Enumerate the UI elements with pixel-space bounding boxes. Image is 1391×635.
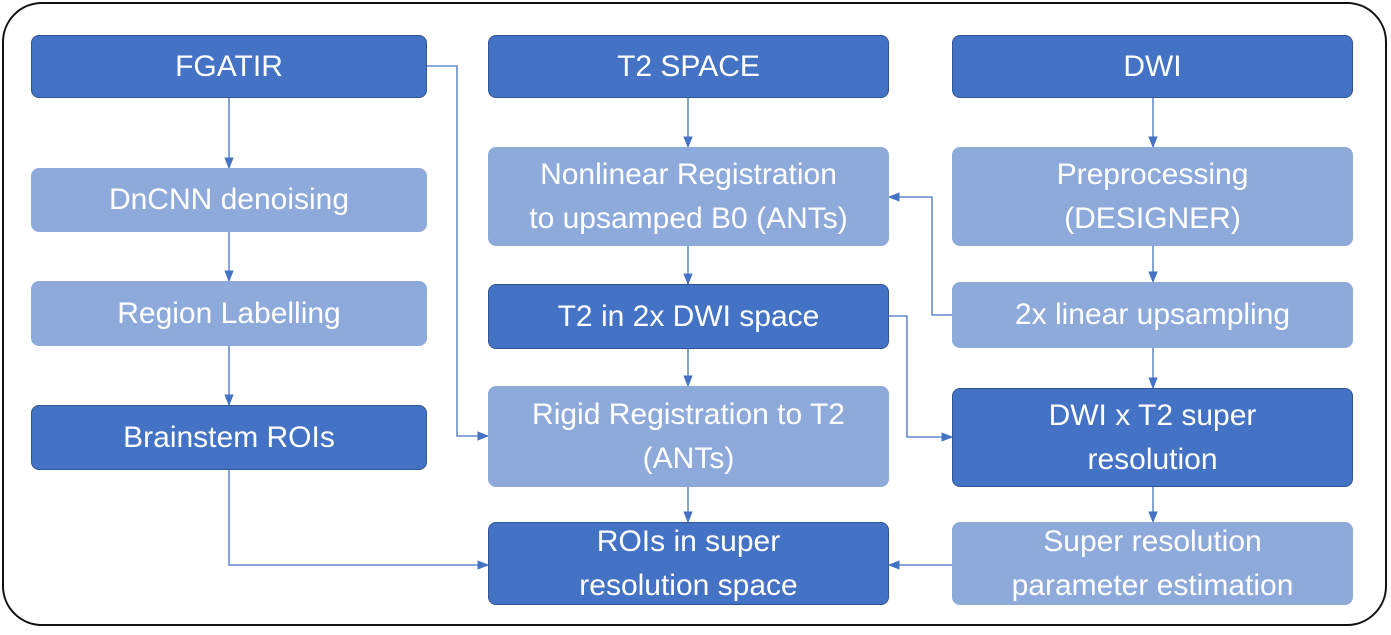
t2-space-box[interactable]: T2 SPACE — [488, 35, 889, 98]
rois-super-resolution-box[interactable]: ROIs in super resolution space — [488, 522, 889, 605]
nonlinear-registration-box[interactable]: Nonlinear Registration to upsamped B0 (A… — [488, 147, 889, 246]
dwi-t2-super-resolution-box[interactable]: DWI x T2 super resolution — [952, 388, 1353, 487]
region-labelling-box[interactable]: Region Labelling — [31, 281, 427, 346]
linear-upsampling-box[interactable]: 2x linear upsampling — [952, 282, 1353, 348]
brainstem-rois-box[interactable]: Brainstem ROIs — [31, 405, 427, 470]
t2-in-dwi-space-box[interactable]: T2 in 2x DWI space — [488, 284, 889, 349]
preprocessing-box[interactable]: Preprocessing (DESIGNER) — [952, 147, 1353, 246]
fgatir-box[interactable]: FGATIR — [31, 35, 427, 98]
parameter-estimation-box[interactable]: Super resolution parameter estimation — [952, 522, 1353, 605]
dncnn-denoising-box[interactable]: DnCNN denoising — [31, 168, 427, 232]
dwi-box[interactable]: DWI — [952, 35, 1353, 98]
rigid-registration-box[interactable]: Rigid Registration to T2 (ANTs) — [488, 386, 889, 487]
